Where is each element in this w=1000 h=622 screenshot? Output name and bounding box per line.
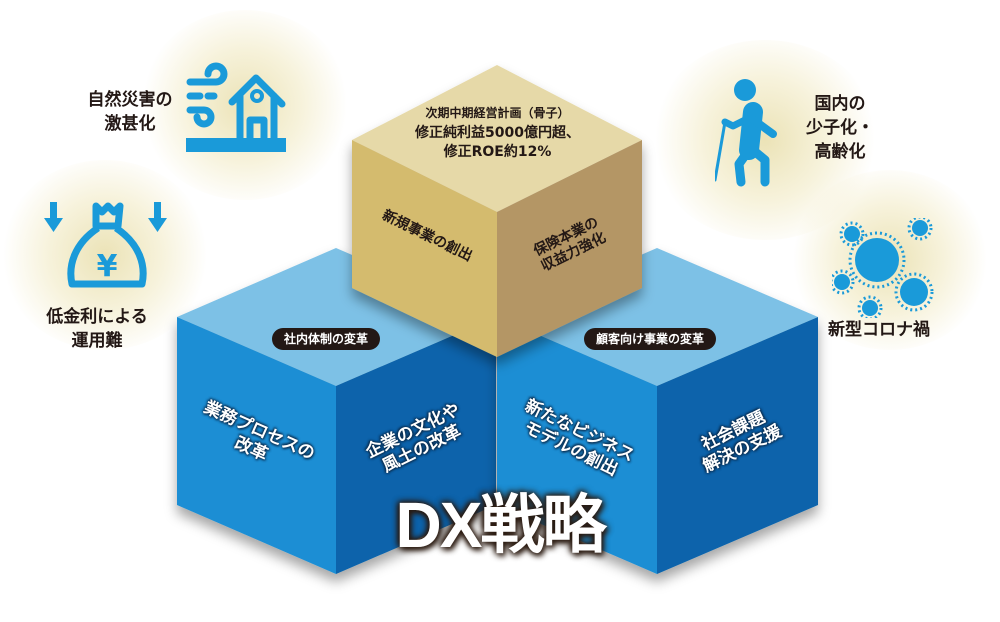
factor-aging-label: 国内の 少子化・ 高齢化 [806, 94, 874, 162]
center-cube-right-face [497, 140, 642, 357]
wind-house-icon [186, 62, 286, 152]
glow-disaster [140, 10, 350, 200]
left-cube-left-face [177, 317, 336, 574]
center-cube-left-face [352, 140, 497, 357]
mid-term-plan-targets: 修正純利益5000億円超、 修正ROE約12% [415, 125, 580, 160]
left-cube-top-face [177, 248, 496, 386]
left-cube-right-face [336, 317, 496, 574]
right-cube-badge: 顧客向け事業の変革 [584, 328, 717, 350]
factor-disaster-label: 自然災害の 激甚化 [87, 90, 173, 134]
left-cube [177, 248, 496, 574]
elderly-person-cane-icon [715, 79, 777, 187]
yen-bag-down-arrows-icon: ¥ [44, 202, 167, 288]
mid-term-plan-heading: 次期中期経営計画（骨子） [425, 106, 570, 120]
glow-low-rates [0, 160, 210, 350]
dx-strategy-title: DX戦略 [395, 489, 607, 561]
right-cube-right-face [657, 317, 818, 574]
factor-covid-label: 新型コロナ禍 [828, 320, 930, 340]
center-cube-top-face [352, 65, 642, 212]
factor-low-rates-label: 低金利による 運用難 [46, 307, 148, 351]
right-cube-left-face [497, 317, 657, 574]
svg-text:¥: ¥ [97, 249, 118, 284]
virus-icon [832, 218, 934, 318]
left-cube-badge: 社内体制の変革 [272, 328, 381, 350]
center-cube [352, 65, 642, 357]
